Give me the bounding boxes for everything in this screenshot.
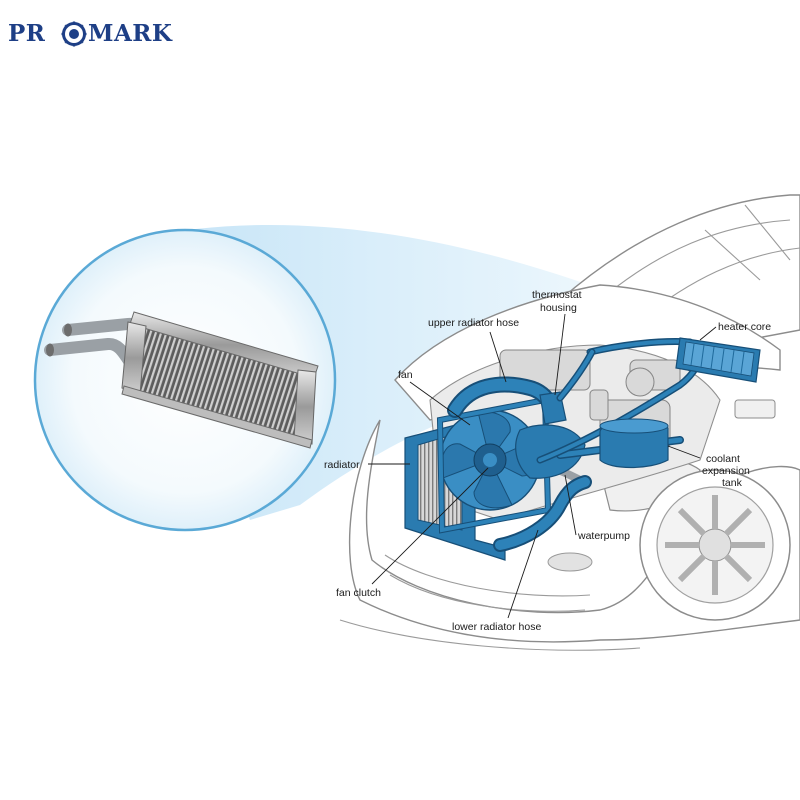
coolant-system	[404, 337, 761, 561]
gear-o-icon	[61, 21, 87, 47]
brand-name-part2: MARK	[88, 20, 173, 47]
heater-core-closeup	[44, 311, 319, 449]
label-radiator: radiator	[324, 459, 360, 471]
label-fan-clutch: fan clutch	[336, 587, 381, 599]
label-upper-radiator-hose: upper radiator hose	[428, 317, 519, 329]
label-fan: fan	[398, 369, 413, 381]
heater-core	[675, 337, 761, 383]
label-lower-radiator-hose: lower radiator hose	[452, 621, 541, 633]
label-thermostat-line1: thermostat	[532, 289, 582, 301]
label-waterpump: waterpump	[577, 530, 630, 542]
label-heater-core: heater core	[718, 321, 771, 333]
label-thermostat-line2: housing	[540, 302, 577, 314]
waterpump	[515, 424, 586, 479]
heater-core-callout	[33, 228, 337, 532]
label-coolant-line1: coolant	[706, 453, 740, 465]
diagram-labels: upper radiator hose thermostat housing h…	[324, 289, 771, 633]
brand-name-part1: PR	[8, 20, 46, 47]
label-coolant-line2: expansion	[702, 465, 750, 477]
label-coolant-line3: tank	[722, 477, 743, 489]
